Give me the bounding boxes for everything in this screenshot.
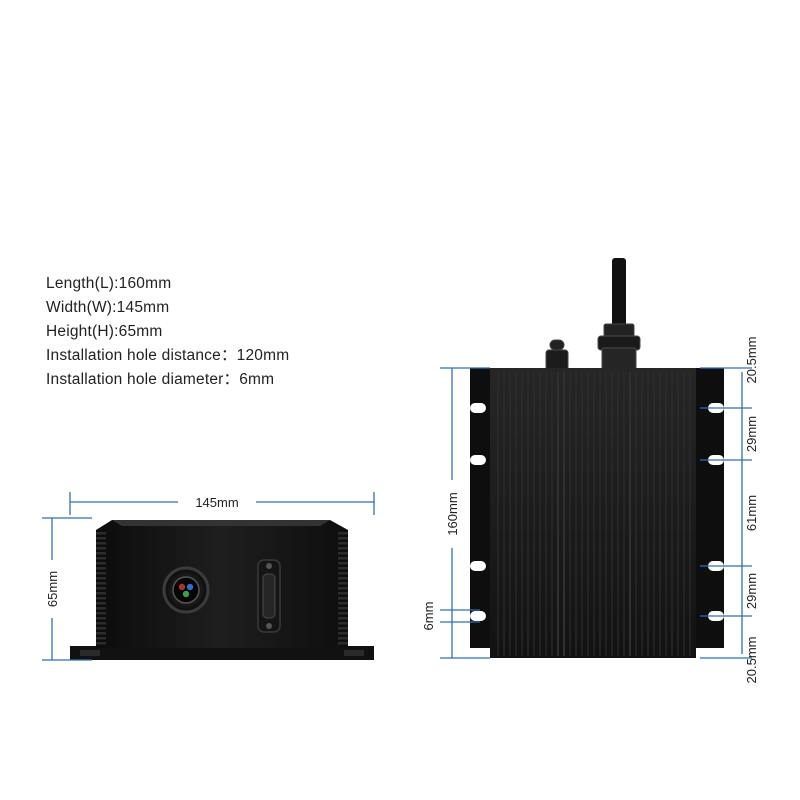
top-body [490, 368, 696, 658]
slot-left [470, 403, 486, 413]
fin [338, 547, 348, 550]
hole-diameter-label: 6mm [421, 602, 436, 631]
spec-height: Height(H):65mm [46, 323, 163, 340]
fin [96, 582, 106, 585]
spec-hole-distance: Installation hole distance：120mm [46, 347, 290, 364]
fin [96, 587, 106, 590]
fin [96, 617, 106, 620]
top-grooves [497, 372, 691, 656]
fin [338, 612, 348, 615]
spec-length: Length(L):160mm [46, 275, 172, 292]
fin [96, 592, 106, 595]
fin [96, 607, 106, 610]
fin [338, 617, 348, 620]
serial-connector [257, 559, 281, 633]
front-fins-right [338, 532, 348, 645]
slot-left [470, 561, 486, 571]
cable-gland [597, 323, 641, 371]
top-length-dimension [440, 367, 490, 659]
right-dim-label: 29mm [744, 416, 759, 452]
fin [96, 637, 106, 640]
front-view-device [70, 520, 374, 660]
fin [96, 572, 106, 575]
fin [338, 597, 348, 600]
fin [338, 557, 348, 560]
fin [96, 632, 106, 635]
right-dim-label: 29mm [744, 573, 759, 609]
fin [338, 552, 348, 555]
fin [96, 547, 106, 550]
slot-left [470, 611, 486, 621]
right-dim-label: 20.5mm [744, 637, 759, 684]
right-dim-label: 61mm [744, 495, 759, 531]
fin [338, 587, 348, 590]
fin [96, 532, 106, 535]
right-dim-label: 20.5mm [744, 337, 759, 384]
fin [338, 602, 348, 605]
top-length-label: 160mm [445, 492, 460, 535]
front-body [96, 520, 348, 648]
spec-list: Length(L):160mm Width(W):145mm Height(H)… [46, 272, 289, 392]
spec-hole-diameter: Installation hole diameter：6mm [46, 371, 275, 388]
fin [338, 537, 348, 540]
front-height-dimension [42, 517, 92, 661]
power-cable [612, 258, 626, 330]
fin [96, 577, 106, 580]
front-flange [70, 646, 374, 660]
right-dimension-labels: 20.5mm 29mm 61mm 29mm 20.5mm [744, 337, 759, 684]
fin [338, 622, 348, 625]
front-height-label: 65mm [45, 571, 60, 607]
fin [96, 597, 106, 600]
fin [96, 542, 106, 545]
fin [338, 567, 348, 570]
fin [96, 602, 106, 605]
fin [96, 622, 106, 625]
fin [338, 642, 348, 645]
fin [338, 607, 348, 610]
front-width-dimension [69, 492, 375, 515]
top-view-device [470, 258, 724, 658]
fin [96, 627, 106, 630]
fin [96, 562, 106, 565]
fin [338, 632, 348, 635]
fin [338, 577, 348, 580]
fin [338, 592, 348, 595]
fin [96, 552, 106, 555]
fin [338, 582, 348, 585]
fin [338, 637, 348, 640]
fin [338, 532, 348, 535]
fin [96, 557, 106, 560]
slot-left [470, 455, 486, 465]
fin [338, 562, 348, 565]
right-dimensions [700, 367, 752, 659]
front-width-label: 145mm [195, 495, 238, 510]
vent-knob [545, 339, 569, 371]
spec-width: Width(W):145mm [46, 299, 170, 316]
fin [96, 642, 106, 645]
fin [338, 627, 348, 630]
fin [96, 537, 106, 540]
fin [96, 567, 106, 570]
fin [338, 542, 348, 545]
front-fins-left [96, 532, 106, 645]
fin [338, 572, 348, 575]
fin [96, 612, 106, 615]
